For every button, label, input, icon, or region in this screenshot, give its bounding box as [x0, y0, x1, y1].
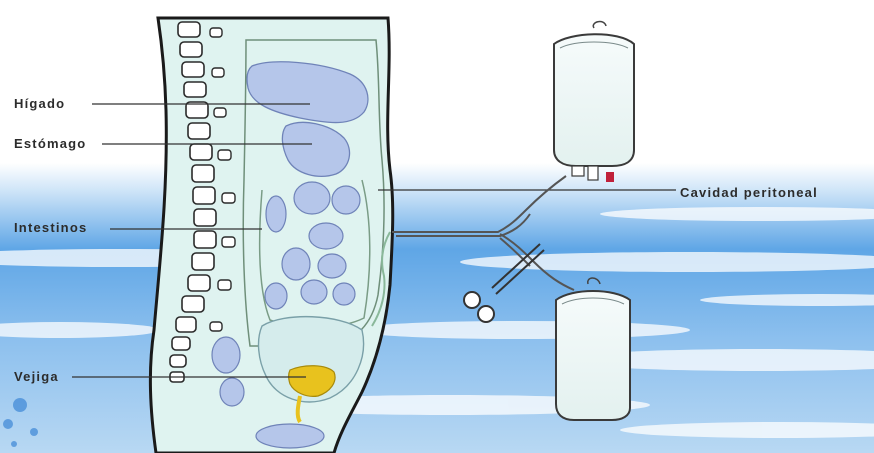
label-vejiga: Vejiga	[14, 370, 59, 384]
dialysate-bag-full	[554, 22, 634, 182]
drainage-bag	[556, 278, 630, 420]
label-intestinos: Intestinos	[14, 221, 87, 235]
urethra	[298, 396, 300, 422]
label-higado: Hígado	[14, 97, 65, 111]
label-cavidad-peritoneal: Cavidad peritoneal	[680, 186, 818, 200]
label-estomago: Estómago	[14, 137, 86, 151]
